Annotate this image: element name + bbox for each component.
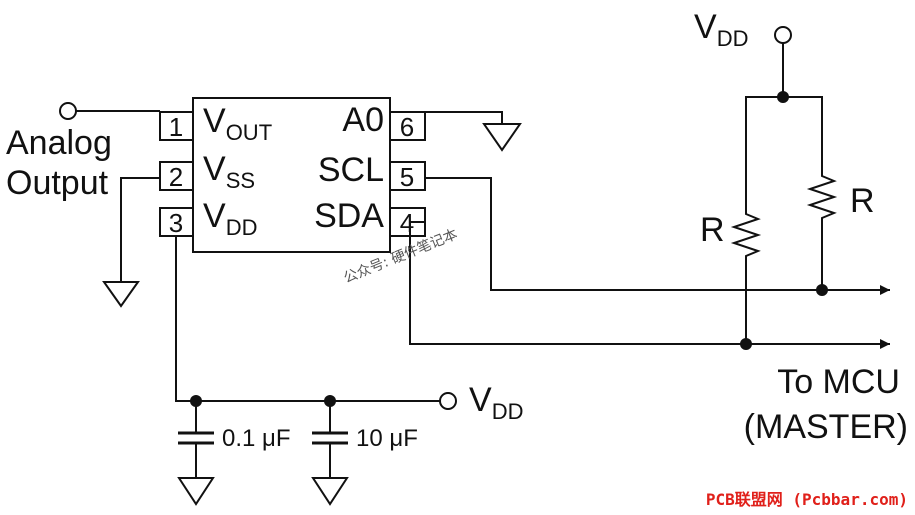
resistor-right-label: R <box>850 182 875 220</box>
pin-number-5: 5 <box>400 162 414 192</box>
pin-label-vout: VOUT <box>203 102 272 145</box>
footer-text: PCB联盟网 (Pcbbar.com) <box>706 490 908 509</box>
pin-label-vss: VSS <box>203 150 255 193</box>
cap1-label: 0.1 μF <box>222 425 291 452</box>
pin-label-scl: SCL <box>318 151 384 189</box>
vdd-label-bottom: VDD <box>469 381 523 424</box>
wires <box>59 26 890 506</box>
pin-number-4: 4 <box>400 208 414 238</box>
output-label: Output <box>6 164 109 202</box>
pin-label-vdd: VDD <box>203 197 257 240</box>
pin-box-2 <box>159 161 194 191</box>
pin-number-1: 1 <box>169 112 183 142</box>
pin-label-a0: A0 <box>342 101 384 139</box>
cap2-label: 10 μF <box>356 425 418 452</box>
ground-icon <box>102 281 140 308</box>
ground-icon <box>177 477 215 506</box>
analog-output-terminal <box>59 102 77 120</box>
junctions <box>190 91 828 407</box>
pin-box-5 <box>389 161 426 191</box>
mcu-label-line2: (MASTER) <box>744 408 908 446</box>
ground-icon <box>311 477 349 506</box>
mcu-label-line1: To MCU <box>777 363 900 401</box>
pin-box-6 <box>389 111 426 141</box>
pin-box-1 <box>159 111 194 141</box>
vdd-label-top: VDD <box>694 8 748 51</box>
pin-number-2: 2 <box>169 162 183 192</box>
resistor-right <box>806 170 838 224</box>
pin-number-3: 3 <box>169 208 183 238</box>
vdd-terminal-bottom <box>439 392 457 410</box>
analog-label: Analog <box>6 124 112 162</box>
vdd-terminal-top <box>774 26 792 44</box>
resistor-left-label: R <box>700 211 725 249</box>
resistor-left <box>730 210 762 262</box>
pin-number-6: 6 <box>400 112 414 142</box>
ground-icon <box>482 123 522 152</box>
pin-label-sda: SDA <box>314 197 384 235</box>
